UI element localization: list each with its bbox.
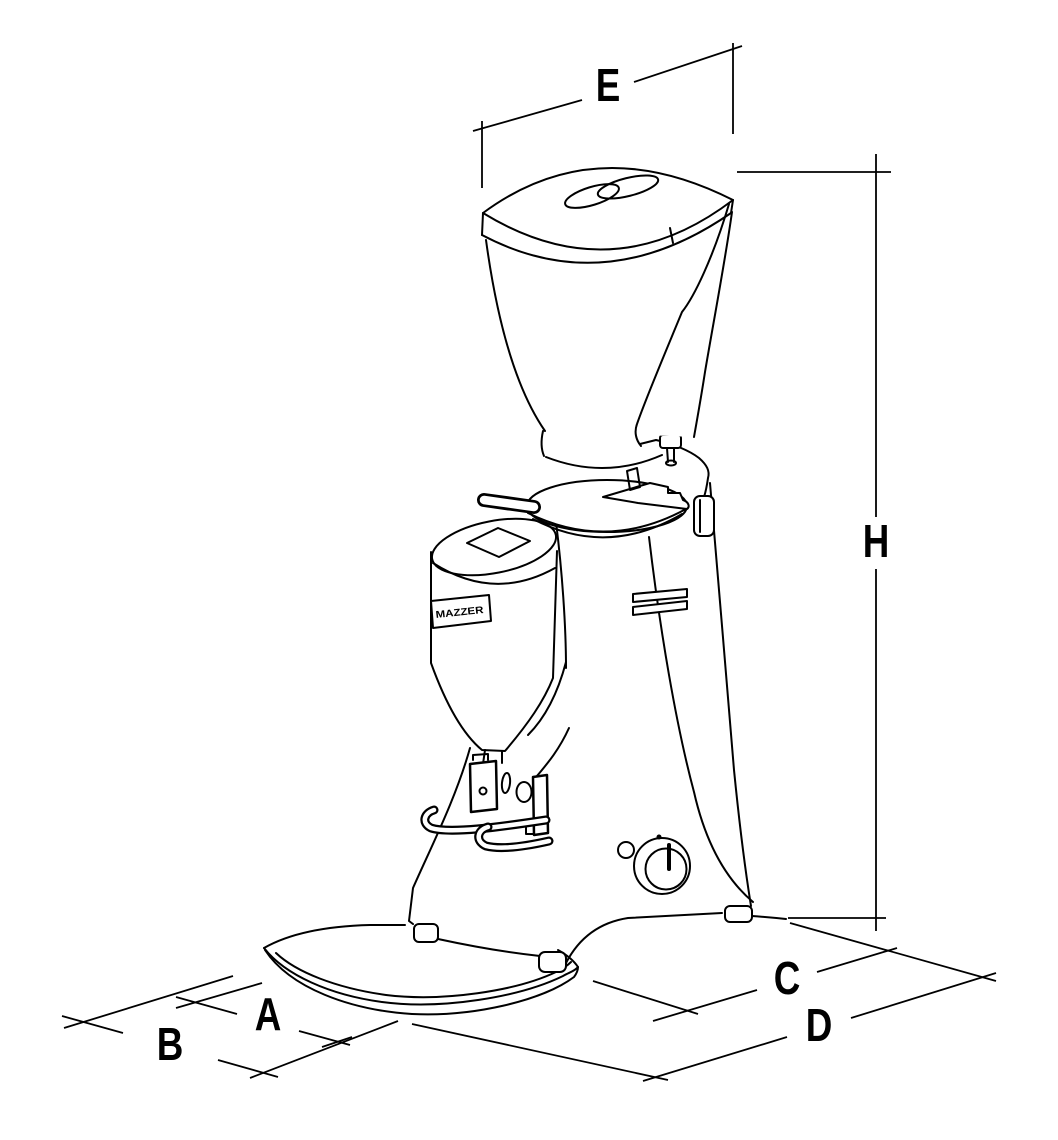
- dimension-lines: [61, 43, 997, 1082]
- vent-slot: [632, 588, 688, 603]
- foot-right: [724, 905, 753, 923]
- dim-D-lines: [411, 922, 997, 1082]
- dim-label-A: A: [254, 988, 282, 1041]
- bean-motif: [596, 174, 660, 200]
- fork-arm-lower: [474, 822, 554, 853]
- dim-label-C: C: [773, 952, 801, 1005]
- brand-label: MAZZER: [435, 605, 485, 621]
- grind-adjustment-collar: [477, 430, 715, 539]
- dim-E-lines: [472, 43, 743, 188]
- portafilter-fork: [420, 749, 554, 853]
- grounds-container: MAZZER: [430, 517, 558, 752]
- dim-label-D: D: [805, 999, 833, 1052]
- hinge-boss: [693, 495, 715, 537]
- display-window: [466, 527, 531, 558]
- hopper-lid: [481, 167, 734, 264]
- bracket-wing: [602, 482, 690, 510]
- dim-A-lines: [175, 982, 353, 1048]
- fork-ring: [515, 781, 533, 803]
- dim-label-E: E: [595, 59, 621, 112]
- grinder-body: [408, 482, 787, 973]
- dim-label-H: H: [862, 515, 890, 568]
- foot-front: [538, 951, 567, 973]
- foot-left: [413, 923, 439, 943]
- spout-plate: [468, 759, 499, 814]
- hopper-gate-knob: [659, 434, 682, 467]
- vent-slot: [632, 600, 688, 616]
- dim-B-lines: [61, 975, 399, 1079]
- fork-arm-upper: [420, 805, 551, 835]
- dim-C-lines: [592, 947, 898, 1022]
- collar-lock-lever: [477, 493, 541, 514]
- bean-motif: [564, 183, 620, 209]
- dim-label-B: B: [156, 1018, 184, 1071]
- bean-hopper: [481, 167, 734, 447]
- brand-plate: [430, 594, 492, 629]
- power-button: [617, 841, 635, 859]
- timer-knob: [633, 834, 691, 895]
- dosing-lever: [500, 772, 512, 794]
- dim-H-lines: [737, 154, 891, 931]
